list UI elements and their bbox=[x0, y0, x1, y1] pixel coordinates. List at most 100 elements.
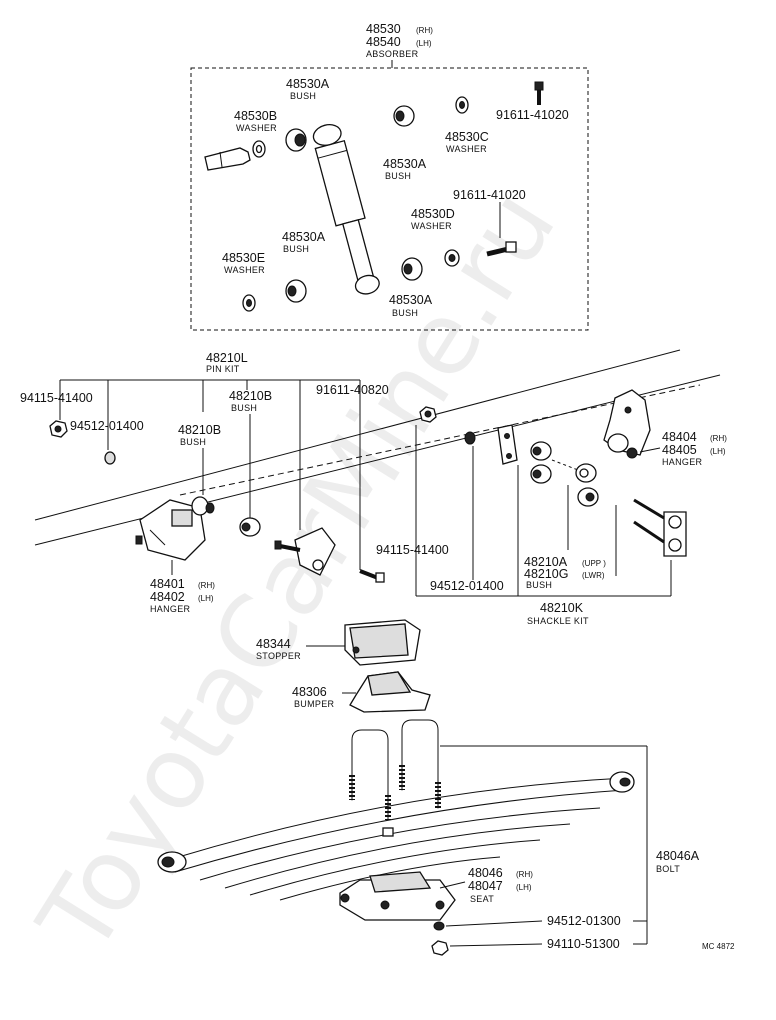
seat-48046 bbox=[339, 871, 456, 921]
svg-text:(LWR): (LWR) bbox=[582, 571, 605, 580]
bush-48210b bbox=[239, 517, 261, 537]
svg-text:PIN KIT: PIN KIT bbox=[206, 364, 240, 374]
svg-text:48530A: 48530A bbox=[286, 77, 330, 91]
absorber-pn2: 48540 bbox=[366, 35, 401, 49]
svg-text:(RH): (RH) bbox=[198, 581, 215, 590]
svg-text:(UPP ): (UPP ) bbox=[582, 559, 606, 568]
svg-text:WASHER: WASHER bbox=[411, 221, 452, 231]
svg-text:(LH): (LH) bbox=[416, 39, 432, 48]
svg-text:BUSH: BUSH bbox=[231, 403, 257, 413]
svg-text:94512-01400: 94512-01400 bbox=[70, 419, 144, 433]
bumper-48306 bbox=[349, 671, 431, 713]
bush-48210a bbox=[530, 441, 552, 461]
washer-94512-01400-b bbox=[464, 431, 476, 445]
absorber-pn1: 48530 bbox=[366, 22, 401, 36]
svg-text:48530B: 48530B bbox=[234, 109, 277, 123]
svg-text:48530D: 48530D bbox=[411, 207, 455, 221]
svg-text:91611-41020: 91611-41020 bbox=[453, 188, 526, 202]
svg-text:48210B: 48210B bbox=[178, 423, 221, 437]
bush-48530a-upper bbox=[285, 128, 307, 152]
bush-48530a-lower-left bbox=[285, 279, 307, 303]
shackle-outer-plate bbox=[633, 498, 687, 557]
svg-text:94115-41400: 94115-41400 bbox=[20, 391, 93, 405]
svg-text:BUSH: BUSH bbox=[180, 437, 206, 447]
svg-text:48401: 48401 bbox=[150, 577, 185, 591]
absorber-dashed-box bbox=[190, 67, 589, 331]
shackle-bush-lower bbox=[577, 487, 599, 507]
svg-text:48210B: 48210B bbox=[229, 389, 272, 403]
svg-text:(RH): (RH) bbox=[710, 434, 727, 443]
svg-text:BUSH: BUSH bbox=[290, 91, 316, 101]
svg-text:91611-41020: 91611-41020 bbox=[496, 108, 569, 122]
svg-text:WASHER: WASHER bbox=[446, 144, 487, 154]
svg-text:SHACKLE KIT: SHACKLE KIT bbox=[527, 616, 589, 626]
svg-text:BOLT: BOLT bbox=[656, 864, 680, 874]
svg-text:WASHER: WASHER bbox=[236, 123, 277, 133]
bolt-91611-41020-lower bbox=[486, 241, 517, 257]
washer-94512-01300 bbox=[433, 921, 445, 931]
svg-text:BUSH: BUSH bbox=[283, 244, 309, 254]
absorber-name: ABSORBER bbox=[366, 49, 419, 59]
svg-text:94512-01400: 94512-01400 bbox=[430, 579, 504, 593]
shackle-bush-upper bbox=[575, 463, 597, 483]
svg-text:(RH): (RH) bbox=[516, 870, 533, 879]
svg-text:48405: 48405 bbox=[662, 443, 697, 457]
svg-text:48402: 48402 bbox=[150, 590, 185, 604]
svg-text:SEAT: SEAT bbox=[470, 894, 494, 904]
stopper-48344 bbox=[344, 619, 421, 666]
hanger-front bbox=[135, 496, 215, 561]
svg-text:48404: 48404 bbox=[662, 430, 697, 444]
u-bolt-left bbox=[349, 729, 391, 821]
svg-text:BUSH: BUSH bbox=[526, 580, 552, 590]
svg-text:BUSH: BUSH bbox=[385, 171, 411, 181]
svg-text:94110-51300: 94110-51300 bbox=[547, 937, 620, 951]
reference-code: MC 4872 bbox=[702, 942, 735, 951]
nut-94115-41400-b bbox=[419, 406, 437, 423]
svg-text:48530A: 48530A bbox=[389, 293, 433, 307]
bolt-91611-41020-upper bbox=[534, 81, 544, 105]
svg-text:48210A: 48210A bbox=[524, 555, 568, 569]
svg-text:48530A: 48530A bbox=[282, 230, 326, 244]
svg-text:WASHER: WASHER bbox=[224, 265, 265, 275]
bush-48530a-upper-right bbox=[393, 105, 415, 127]
absorber-group: 48530 (RH) 48540 (LH) ABSORBER 48530A BU… bbox=[190, 22, 589, 331]
svg-text:BUSH: BUSH bbox=[392, 308, 418, 318]
washer-94512-01400-a bbox=[104, 451, 116, 465]
svg-text:94115-41400: 94115-41400 bbox=[376, 543, 449, 557]
pin-kit-group: 48210L PIN KIT 94115-41400 94512-01400 4… bbox=[20, 351, 389, 583]
shackle-kit-group: 94115-41400 94512-01400 48210A (UPP ) 48… bbox=[376, 406, 687, 626]
svg-text:48344: 48344 bbox=[256, 637, 291, 651]
svg-text:48530C: 48530C bbox=[445, 130, 489, 144]
svg-text:STOPPER: STOPPER bbox=[256, 651, 301, 661]
svg-text:(RH): (RH) bbox=[416, 26, 433, 35]
svg-text:(LH): (LH) bbox=[198, 594, 214, 603]
svg-text:91611-40820: 91611-40820 bbox=[316, 383, 389, 397]
shackle-plate bbox=[497, 424, 518, 465]
bush-48210g bbox=[530, 464, 552, 484]
svg-text:48306: 48306 bbox=[292, 685, 327, 699]
nut-94110-51300 bbox=[431, 940, 449, 956]
svg-text:48047: 48047 bbox=[468, 879, 503, 893]
svg-text:48046A: 48046A bbox=[656, 849, 700, 863]
leaf-spring bbox=[157, 771, 635, 901]
svg-text:48210K: 48210K bbox=[540, 601, 584, 615]
svg-text:48210L: 48210L bbox=[206, 351, 248, 365]
svg-text:48530A: 48530A bbox=[383, 157, 427, 171]
u-bolt-right bbox=[399, 719, 441, 809]
svg-text:94512-01300: 94512-01300 bbox=[547, 914, 621, 928]
svg-text:(LH): (LH) bbox=[710, 447, 726, 456]
svg-text:48046: 48046 bbox=[468, 866, 503, 880]
bolt-91611-40820 bbox=[359, 569, 385, 583]
stud-bolt-upper bbox=[204, 147, 251, 171]
pin-plate bbox=[274, 527, 336, 576]
shock-absorber bbox=[312, 124, 380, 295]
ubolt-callout bbox=[440, 745, 648, 945]
svg-text:(LH): (LH) bbox=[516, 883, 532, 892]
svg-text:HANGER: HANGER bbox=[662, 457, 703, 467]
nut-94115-41400-a bbox=[49, 420, 68, 438]
bush-48530a-lower-right bbox=[401, 257, 423, 281]
svg-text:HANGER: HANGER bbox=[150, 604, 191, 614]
svg-text:48210G: 48210G bbox=[524, 567, 568, 581]
